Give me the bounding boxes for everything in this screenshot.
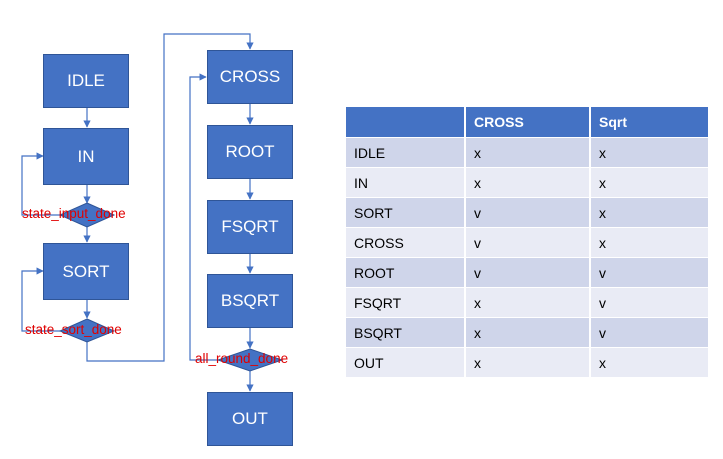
edge-decision2-cross xyxy=(86,33,254,362)
table-row: CROSS v x xyxy=(346,227,708,258)
state-table: CROSS Sqrt IDLE x x IN x x SORT v x CROS… xyxy=(346,107,708,377)
state-sort: SORT xyxy=(43,243,129,300)
table-cell-cross: x xyxy=(465,287,591,318)
table-row: OUT x x xyxy=(346,347,708,377)
table-header-cross: CROSS xyxy=(465,107,591,138)
edge-decision2-loop-sort xyxy=(21,267,60,332)
state-root: ROOT xyxy=(207,125,293,179)
table-cell-sqrt: x xyxy=(590,197,708,228)
table-cell-state: BSQRT xyxy=(346,317,466,348)
table-cell-sqrt: x xyxy=(590,137,708,168)
table-cell-sqrt: v xyxy=(590,257,708,288)
edge-decision3-loop-cross xyxy=(189,73,218,361)
table-cell-state: CROSS xyxy=(346,227,466,258)
table-cell-cross: x xyxy=(465,167,591,198)
table-cell-cross: v xyxy=(465,227,591,258)
condition-label-all-round-done: all_round_done xyxy=(195,351,289,366)
table-row: ROOT v v xyxy=(346,257,708,288)
table-cell-cross: v xyxy=(465,257,591,288)
table-header-sqrt: Sqrt xyxy=(590,107,708,138)
condition-label-sort-done: state_sort_done xyxy=(25,322,122,337)
table-row: BSQRT x v xyxy=(346,317,708,348)
table-cell-sqrt: v xyxy=(590,317,708,348)
decision-diamond-all-round-done xyxy=(216,348,284,372)
table-cell-cross: x xyxy=(465,137,591,168)
table-header-state xyxy=(346,107,466,138)
table-cell-cross: x xyxy=(465,317,591,348)
table-cell-state: FSQRT xyxy=(346,287,466,318)
table-cell-sqrt: x xyxy=(590,347,708,377)
state-idle: IDLE xyxy=(43,54,129,108)
table-cell-cross: v xyxy=(465,197,591,228)
state-out: OUT xyxy=(207,392,293,446)
table-header-row: CROSS Sqrt xyxy=(346,107,708,138)
table-cell-sqrt: x xyxy=(590,167,708,198)
table-cell-state: IDLE xyxy=(346,137,466,168)
table-cell-cross: x xyxy=(465,347,591,377)
state-bsqrt: BSQRT xyxy=(207,274,293,328)
decision-diamond-sort-done xyxy=(58,318,116,343)
table-row: IDLE x x xyxy=(346,137,708,168)
table-row: IN x x xyxy=(346,167,708,198)
table-row: SORT v x xyxy=(346,197,708,228)
state-in: IN xyxy=(43,128,129,185)
table-row: FSQRT x v xyxy=(346,287,708,318)
table-cell-state: SORT xyxy=(346,197,466,228)
edge-decision1-loop-in xyxy=(21,152,60,216)
state-fsqrt: FSQRT xyxy=(207,200,293,254)
state-cross: CROSS xyxy=(207,50,293,104)
table-cell-sqrt: v xyxy=(590,287,708,318)
table-cell-state: IN xyxy=(346,167,466,198)
table-cell-state: OUT xyxy=(346,347,466,377)
condition-label-input-done: state_input_done xyxy=(22,206,126,221)
table-cell-sqrt: x xyxy=(590,227,708,258)
decision-diamond-input-done xyxy=(58,202,116,228)
table-cell-state: ROOT xyxy=(346,257,466,288)
